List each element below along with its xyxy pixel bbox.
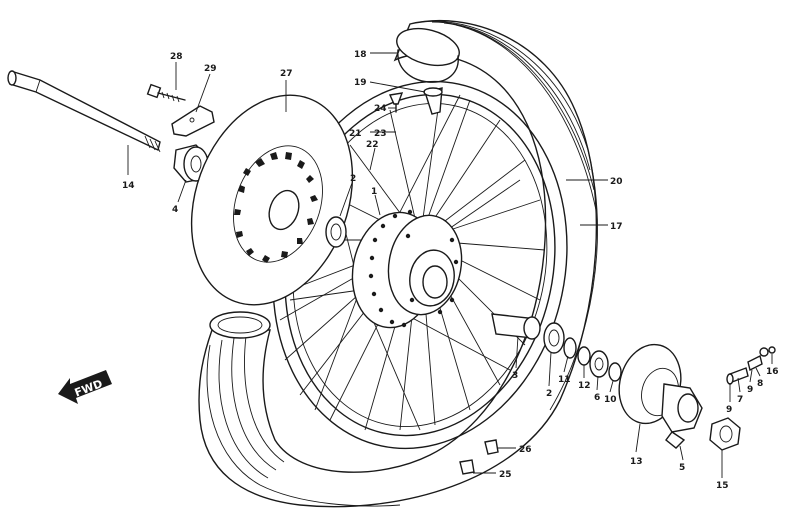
inner-tube-section <box>396 27 460 83</box>
callout-12: 12 <box>578 381 591 391</box>
callout-10: 10 <box>604 395 617 405</box>
callout-9-upper: 9 <box>747 385 753 395</box>
bolt-and-lock-plate <box>146 83 215 137</box>
callout-2-left: 2 <box>350 174 356 184</box>
callout-23: 23 <box>374 129 387 139</box>
distance-collar-3 <box>491 313 541 340</box>
fwd-arrow-icon <box>58 370 112 404</box>
valve-and-spoke-nipple <box>388 87 443 115</box>
callout-13: 13 <box>630 457 643 467</box>
callout-11: 11 <box>558 375 571 385</box>
leader-lines <box>127 52 773 478</box>
washer-12 <box>577 346 591 366</box>
callout-2-right: 2 <box>546 389 552 399</box>
callout-5: 5 <box>679 463 685 473</box>
callout-22: 22 <box>366 140 379 150</box>
callout-15: 15 <box>716 481 729 491</box>
oil-seal-11 <box>563 337 577 359</box>
callout-26: 26 <box>519 445 532 455</box>
fwd-label: FWD <box>73 377 105 399</box>
callout-7: 7 <box>737 395 743 405</box>
callout-14: 14 <box>122 181 135 191</box>
spoke-nipples-25-26 <box>459 439 499 475</box>
callout-17: 17 <box>610 222 623 232</box>
callout-19: 19 <box>354 78 367 88</box>
tire <box>198 20 598 508</box>
callout-8: 8 <box>757 379 763 389</box>
callout-27: 27 <box>280 69 293 79</box>
hub <box>351 209 463 329</box>
callout-24: 24 <box>374 104 387 114</box>
callout-labels: 28 29 27 18 19 24 21 23 22 14 4 2 1 20 1… <box>122 50 779 491</box>
brake-disc <box>190 94 354 306</box>
bearing-right <box>543 322 565 354</box>
callout-9-lower: 9 <box>726 405 732 415</box>
callout-21: 21 <box>349 129 362 139</box>
bearing-left <box>325 216 347 248</box>
gear-6 <box>589 350 609 378</box>
small-bolts-7-8-9-16 <box>726 346 776 385</box>
callout-29: 29 <box>204 64 217 74</box>
fwd-arrow: FWD <box>58 370 112 404</box>
speedo-gearbox-5 <box>661 383 703 449</box>
callout-28: 28 <box>170 52 183 62</box>
callout-4: 4 <box>172 205 178 215</box>
callout-6: 6 <box>594 393 600 403</box>
axle <box>7 70 161 153</box>
callout-16: 16 <box>766 367 779 377</box>
callout-18: 18 <box>354 50 367 60</box>
washer-10 <box>608 362 622 382</box>
axle-nut-15 <box>709 417 741 451</box>
callout-3: 3 <box>512 371 518 381</box>
callout-1: 1 <box>371 187 377 197</box>
callout-20: 20 <box>610 177 623 187</box>
callout-25: 25 <box>499 470 512 480</box>
